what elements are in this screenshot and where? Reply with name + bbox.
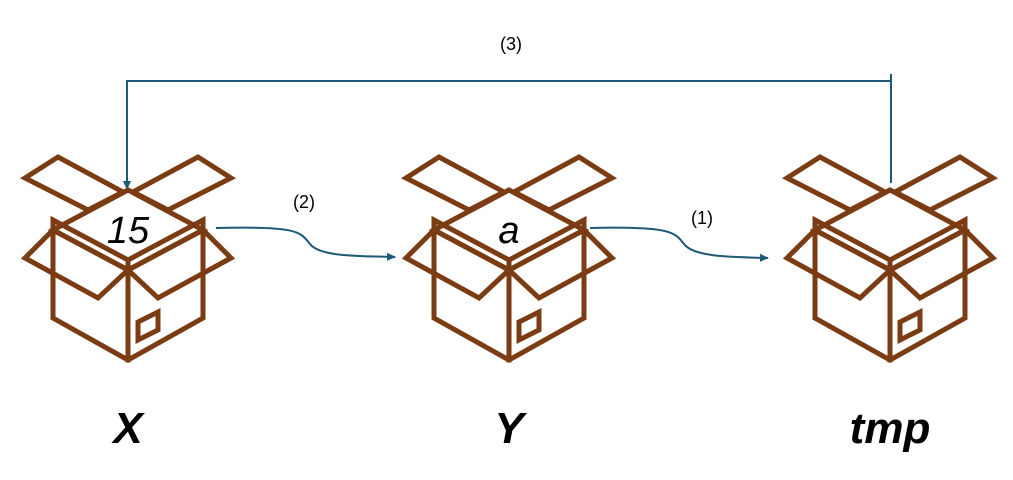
step-label-1: (1) [691, 208, 713, 228]
var-name-x: X [110, 404, 145, 453]
box-tmp [787, 157, 993, 360]
arrow-step-3 [123, 74, 892, 190]
arrow-step-2 [215, 226, 396, 261]
step-label-2: (2) [293, 192, 315, 212]
box-y-value: a [498, 210, 519, 252]
box-x: 15 [25, 157, 231, 360]
box-x-value: 15 [107, 210, 150, 252]
box-y-icon [406, 157, 612, 360]
box-tmp-icon [787, 157, 993, 360]
box-y: a [406, 157, 612, 360]
arrow-step-1 [589, 226, 769, 262]
box-x-icon [25, 157, 231, 360]
step-label-3: (3) [500, 34, 522, 54]
var-name-y: Y [494, 404, 527, 453]
var-name-tmp: tmp [850, 404, 931, 453]
